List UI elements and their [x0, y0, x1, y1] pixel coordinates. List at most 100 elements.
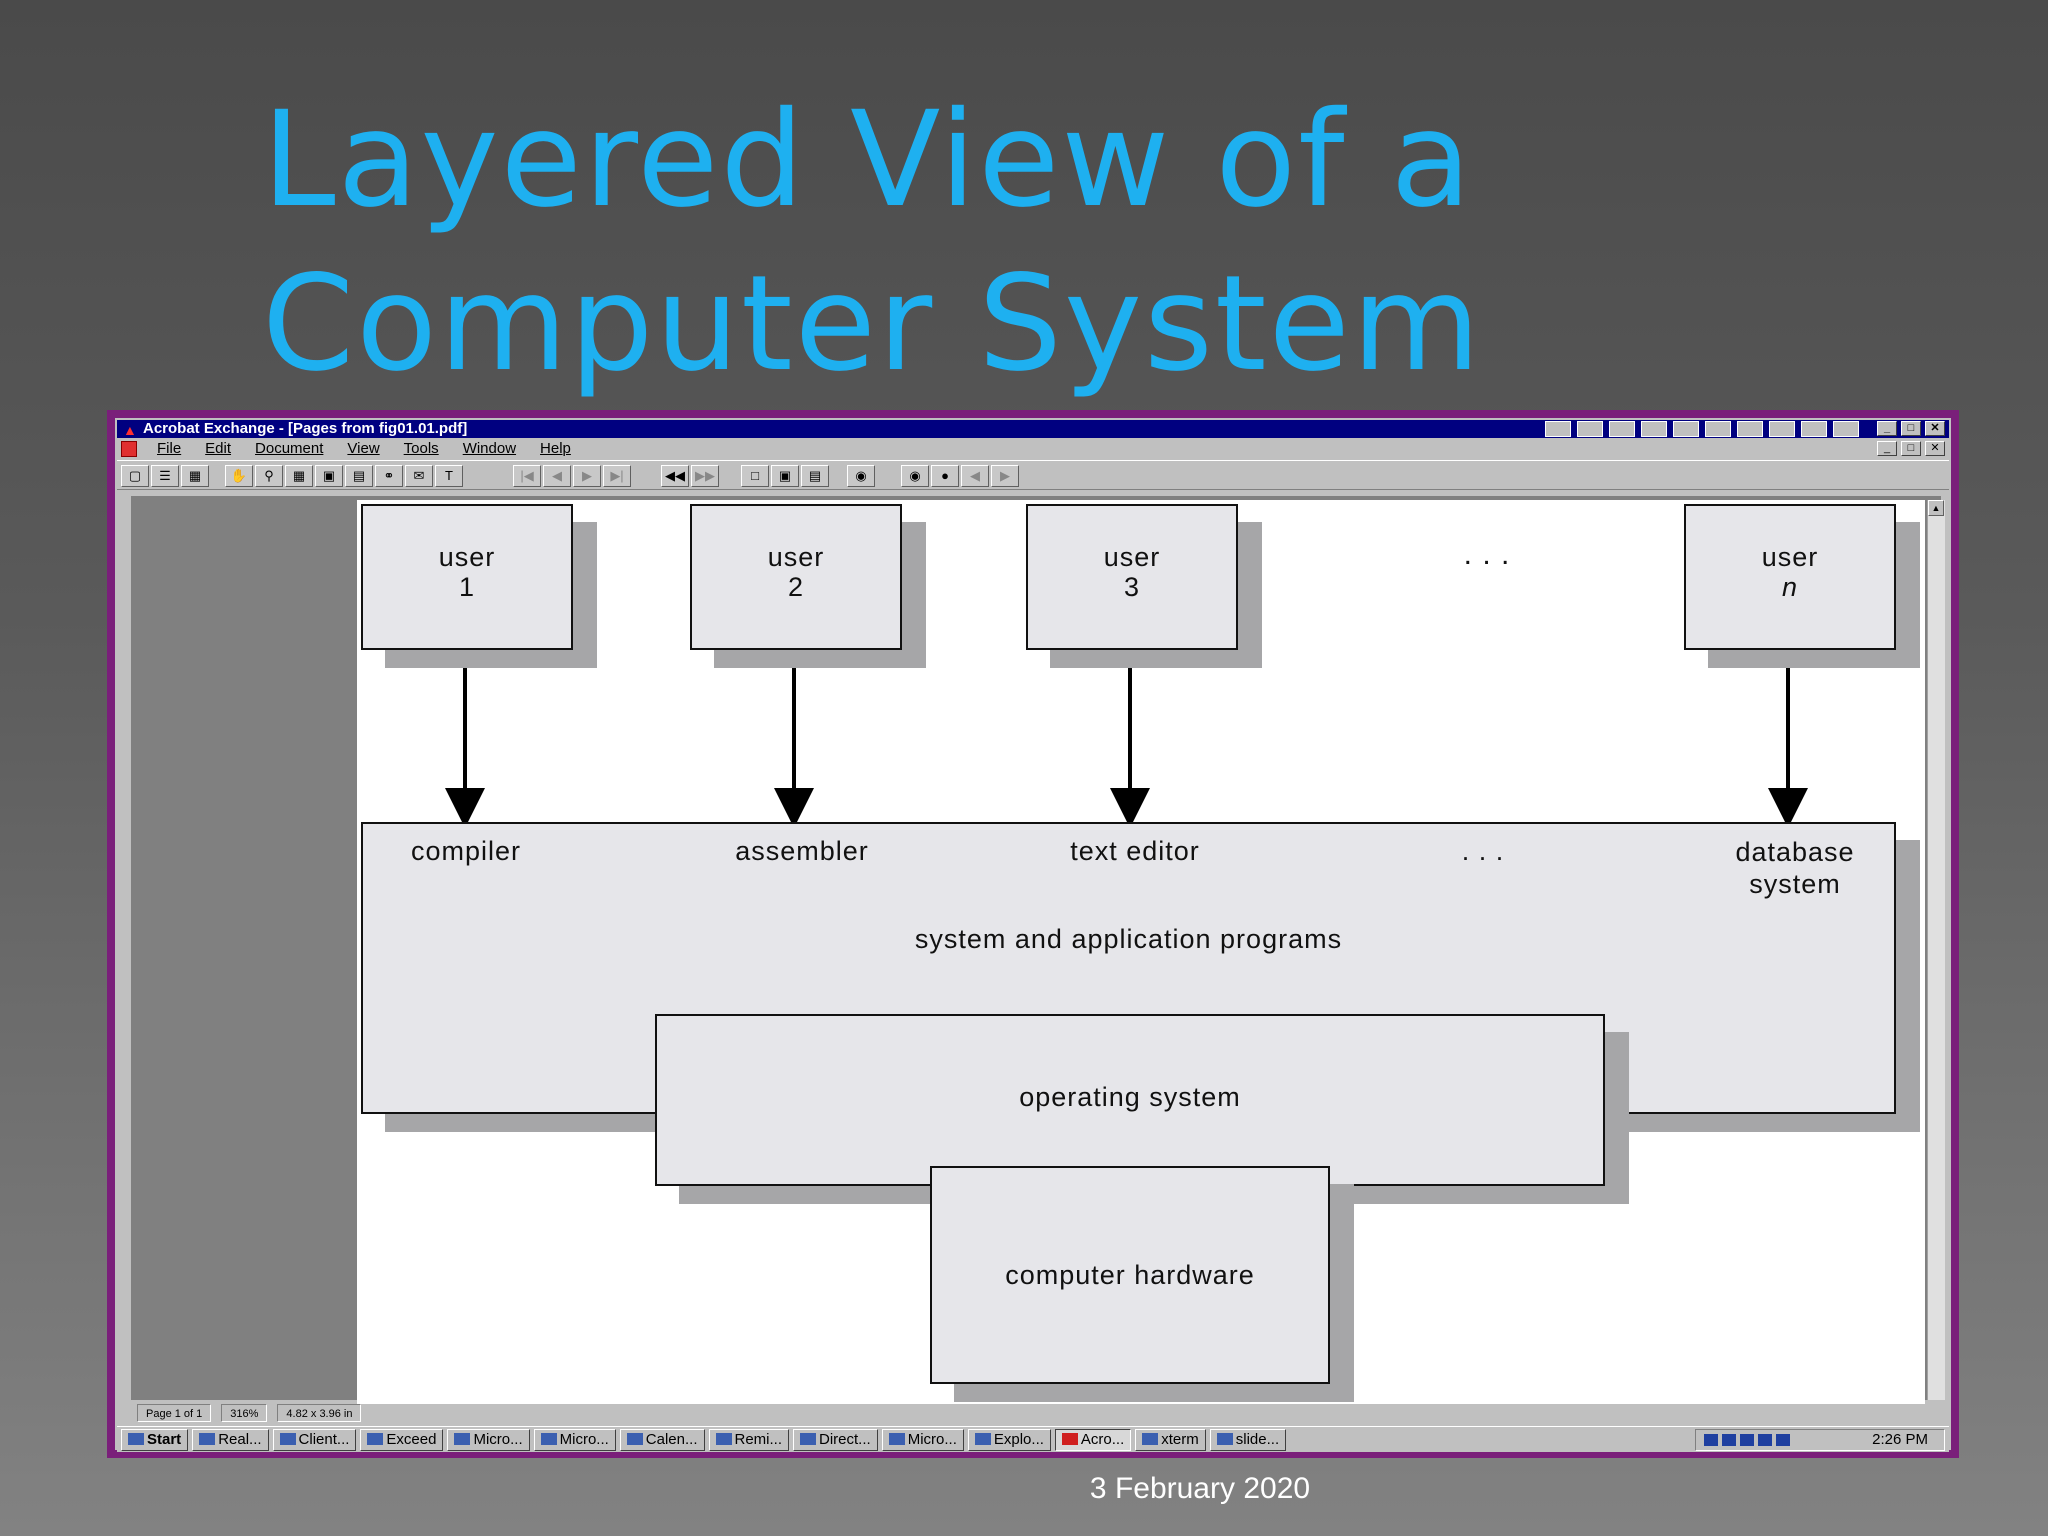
taskbar-item[interactable]: xterm: [1135, 1429, 1206, 1451]
next-page-icon[interactable]: ▶: [573, 465, 601, 487]
user-id: n: [1781, 572, 1799, 602]
vertical-scrollbar[interactable]: ▲: [1927, 500, 1945, 1400]
taskbar-item[interactable]: Client...: [272, 1429, 357, 1451]
taskbar-item[interactable]: Micro...: [881, 1429, 964, 1451]
taskbar-item[interactable]: Real...: [192, 1429, 269, 1451]
close-icon[interactable]: ✕: [1925, 421, 1945, 436]
column-tool-icon[interactable]: ▤: [345, 465, 373, 487]
start-button[interactable]: Start: [121, 1429, 189, 1451]
tray-icon[interactable]: [1545, 421, 1571, 437]
layer-label-os: operating system: [1019, 1082, 1241, 1112]
tray-icon[interactable]: [1705, 421, 1731, 437]
menu-window[interactable]: Window: [462, 440, 517, 457]
toolbar: ▢ ☰ ▦ ✋ ⚲ ▦ ▣ ▤ ⚭ ✉ T |◀ ◀ ▶ ▶| ◀◀ ▶▶ □ …: [117, 460, 1949, 490]
zoom-tool-icon[interactable]: ⚲: [255, 465, 283, 487]
menu-tools[interactable]: Tools: [403, 440, 439, 457]
text-tool-icon[interactable]: T: [435, 465, 463, 487]
find-icon[interactable]: ◉: [847, 465, 875, 487]
taskbar-item[interactable]: Exceed: [360, 1429, 444, 1451]
taskbar-item-label: Direct...: [819, 1431, 871, 1448]
menu-document[interactable]: Document: [255, 440, 324, 457]
tray-icon[interactable]: [1776, 1434, 1790, 1446]
actual-size-icon[interactable]: □: [741, 465, 769, 487]
page-indicator[interactable]: Page 1 of 1: [137, 1404, 212, 1422]
note-tool-icon[interactable]: ✉: [405, 465, 433, 487]
tray-icon[interactable]: [1577, 421, 1603, 437]
crop-tool-icon[interactable]: ▣: [315, 465, 343, 487]
thumbnails-icon[interactable]: ▦: [181, 465, 209, 487]
window-title: Acrobat Exchange - [Pages from fig01.01.…: [143, 420, 468, 437]
menu-edit[interactable]: Edit: [205, 440, 232, 457]
windows-logo-icon: [128, 1433, 144, 1445]
fit-page-icon[interactable]: ▣: [771, 465, 799, 487]
acrobat-window: ▲ Acrobat Exchange - [Pages from fig01.0…: [107, 410, 1959, 1458]
clock-time[interactable]: 2:26 PM: [1872, 1431, 1928, 1448]
doc-restore-icon[interactable]: □: [1901, 441, 1921, 456]
user-box-1: user 1: [361, 504, 573, 650]
search-icon[interactable]: ◉: [901, 465, 929, 487]
link-tool-icon[interactable]: ⚭: [375, 465, 403, 487]
minimize-icon[interactable]: _: [1877, 421, 1897, 436]
tray-icon[interactable]: [1609, 421, 1635, 437]
taskbar-item[interactable]: Calen...: [619, 1429, 705, 1451]
tray-icon[interactable]: [1641, 421, 1667, 437]
last-page-icon[interactable]: ▶|: [603, 465, 631, 487]
user-word: user: [438, 542, 496, 572]
taskbar-item[interactable]: Micro...: [447, 1429, 530, 1451]
window-title-bar[interactable]: ▲ Acrobat Exchange - [Pages from fig01.0…: [117, 420, 1949, 438]
go-forward-icon[interactable]: ▶▶: [691, 465, 719, 487]
doc-minimize-icon[interactable]: _: [1877, 441, 1897, 456]
taskbar-item[interactable]: Micro...: [533, 1429, 616, 1451]
taskbar-item-label: Micro...: [473, 1431, 523, 1448]
prev-hit-icon[interactable]: ◀: [961, 465, 989, 487]
scroll-up-icon[interactable]: ▲: [1928, 500, 1944, 516]
taskbar-item[interactable]: Direct...: [793, 1429, 878, 1451]
start-label: Start: [147, 1431, 182, 1448]
go-back-icon[interactable]: ◀◀: [661, 465, 689, 487]
tray-icon[interactable]: [1673, 421, 1699, 437]
tray-icon[interactable]: [1704, 1434, 1718, 1446]
taskbar-item-label: Real...: [218, 1431, 262, 1448]
tray-icon[interactable]: [1801, 421, 1827, 437]
status-bar: Page 1 of 1 316% 4.82 x 3.96 in: [131, 1404, 1943, 1422]
page-only-icon[interactable]: ▢: [121, 465, 149, 487]
taskbar-item-label: slide...: [1235, 1431, 1280, 1448]
taskbar-item-label: Client...: [298, 1431, 350, 1448]
document-icon[interactable]: [121, 441, 137, 457]
tray-icon[interactable]: [1758, 1434, 1772, 1446]
layer-label-hw: computer hardware: [1005, 1260, 1255, 1290]
prev-page-icon[interactable]: ◀: [543, 465, 571, 487]
program-database-system: database system: [1735, 837, 1855, 899]
first-page-icon[interactable]: |◀: [513, 465, 541, 487]
restore-icon[interactable]: □: [1901, 421, 1921, 436]
menu-help[interactable]: Help: [540, 440, 571, 457]
bookmarks-icon[interactable]: ☰: [151, 465, 179, 487]
taskbar-item-active[interactable]: Acro...: [1054, 1429, 1132, 1451]
page-size-indicator: 4.82 x 3.96 in: [277, 1404, 362, 1422]
tray-icon[interactable]: [1740, 1434, 1754, 1446]
doc-close-icon[interactable]: ✕: [1925, 441, 1945, 456]
search-results-icon[interactable]: ●: [931, 465, 959, 487]
zoom-indicator[interactable]: 316%: [221, 1404, 268, 1422]
hand-tool-icon[interactable]: ✋: [225, 465, 253, 487]
tray-icon[interactable]: [1722, 1434, 1736, 1446]
app-icon: [279, 1433, 296, 1445]
taskbar-item[interactable]: Explo...: [967, 1429, 1051, 1451]
taskbar-item[interactable]: Remi...: [708, 1429, 790, 1451]
tray-icon[interactable]: [1833, 421, 1859, 437]
taskbar-item-label: Remi...: [734, 1431, 783, 1448]
next-hit-icon[interactable]: ▶: [991, 465, 1019, 487]
menu-file[interactable]: File: [157, 440, 182, 457]
taskbar-item-label: xterm: [1161, 1431, 1199, 1448]
tray-icon[interactable]: [1737, 421, 1763, 437]
select-tool-icon[interactable]: ▦: [285, 465, 313, 487]
menu-view[interactable]: View: [347, 440, 380, 457]
taskbar-item[interactable]: slide...: [1209, 1429, 1287, 1451]
taskbar-item-label: Micro...: [907, 1431, 957, 1448]
app-icon: [888, 1433, 905, 1445]
program-text-editor: text editor: [1070, 836, 1200, 866]
app-icon: [715, 1433, 732, 1445]
fit-width-icon[interactable]: ▤: [801, 465, 829, 487]
tray-icon[interactable]: [1769, 421, 1795, 437]
app-icon: [1216, 1433, 1233, 1445]
